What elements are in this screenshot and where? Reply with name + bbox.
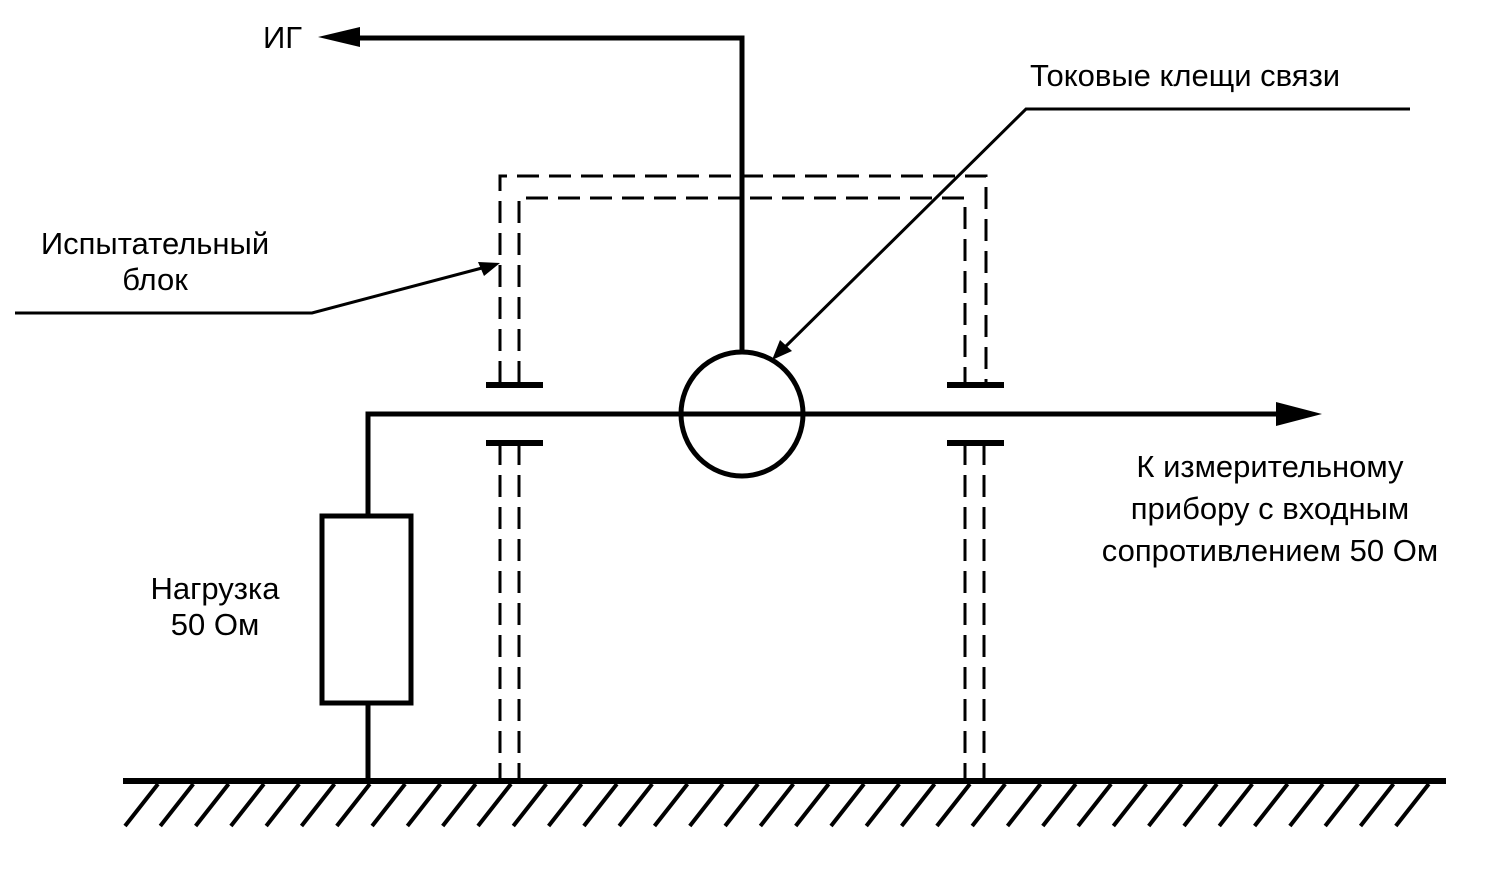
ground-hatch-stroke [864, 782, 901, 828]
ground-hatch-stroke [476, 782, 513, 828]
ground-hatch-stroke [229, 782, 266, 828]
ground-hatching [123, 782, 1431, 828]
ground-hatch-stroke [935, 782, 972, 828]
test-unit-label-line-2: блок [122, 262, 188, 297]
load-resistor [319, 513, 414, 706]
ground-hatch-stroke [158, 782, 195, 828]
ground-hatch-stroke [370, 782, 407, 828]
ground-hatch-stroke [1076, 782, 1113, 828]
ground-hatch-stroke [829, 782, 866, 828]
ground-hatch-stroke [194, 782, 231, 828]
ground-hatch-stroke [794, 782, 831, 828]
test-unit-label: Испытательный блок [10, 226, 300, 298]
ground-hatch-stroke [1217, 782, 1254, 828]
current-clamp-label: Токовые клещи связи [1030, 58, 1341, 93]
load-label-line-2: 50 Ом [170, 607, 260, 642]
instrument-label-line-3: сопротивлением 50 Ом [1101, 533, 1439, 568]
ground-hatch-stroke [547, 782, 584, 828]
load-label: Нагрузка 50 Ом [125, 571, 305, 643]
generator-arrow-head [318, 27, 360, 47]
ground-hatch-stroke [405, 782, 442, 828]
ground-hatch-stroke [1182, 782, 1219, 828]
ground-hatch-stroke [688, 782, 725, 828]
current-clamp-leader [778, 107, 1410, 354]
ground-hatch-stroke [299, 782, 337, 828]
test-unit-label-line-1: Испытательный [40, 226, 270, 261]
ground-hatch-stroke [970, 782, 1007, 828]
ground-hatch-stroke [1288, 782, 1325, 828]
current-clamp-leader-arrow [772, 340, 792, 360]
ground-hatch-stroke [1358, 782, 1396, 828]
instrument-label-line-1: К измерительному [1136, 449, 1404, 484]
instrument-label: К измерительному прибору с входным сопро… [1060, 446, 1480, 572]
generator-feed-line [360, 35, 745, 352]
ground-hatch-stroke [652, 782, 690, 828]
ground-hatch-stroke [617, 782, 654, 828]
ground-hatch-stroke [900, 782, 937, 828]
test-unit-leader [15, 266, 483, 315]
instrument-arrow-head [1276, 402, 1322, 426]
ground-hatch-stroke [1041, 782, 1078, 828]
ground-hatch-stroke [1147, 782, 1184, 828]
ground-hatch-stroke [511, 782, 548, 828]
ground-hatch-stroke [1111, 782, 1148, 828]
test-unit-enclosure [498, 174, 988, 781]
load-label-line-1: Нагрузка [150, 571, 280, 606]
instrument-label-line-2: прибору с входным [1130, 491, 1410, 526]
ground-hatch-stroke [582, 782, 619, 828]
ground-hatch-stroke [1005, 782, 1043, 828]
ground-hatch-stroke [123, 782, 160, 828]
test-unit-leader-arrow [478, 262, 500, 276]
ground-hatch-stroke [335, 782, 372, 828]
ground-hatch-stroke [758, 782, 795, 828]
ground-hatch-stroke [1323, 782, 1360, 828]
generator-label: ИГ [263, 20, 303, 55]
ground-hatch-stroke [1253, 782, 1290, 828]
ground-hatch-stroke [1394, 782, 1431, 828]
ground-hatch-stroke [441, 782, 478, 828]
contact-plates [486, 382, 1004, 446]
ground-hatch-stroke [723, 782, 760, 828]
ground-hatch-stroke [264, 782, 301, 828]
